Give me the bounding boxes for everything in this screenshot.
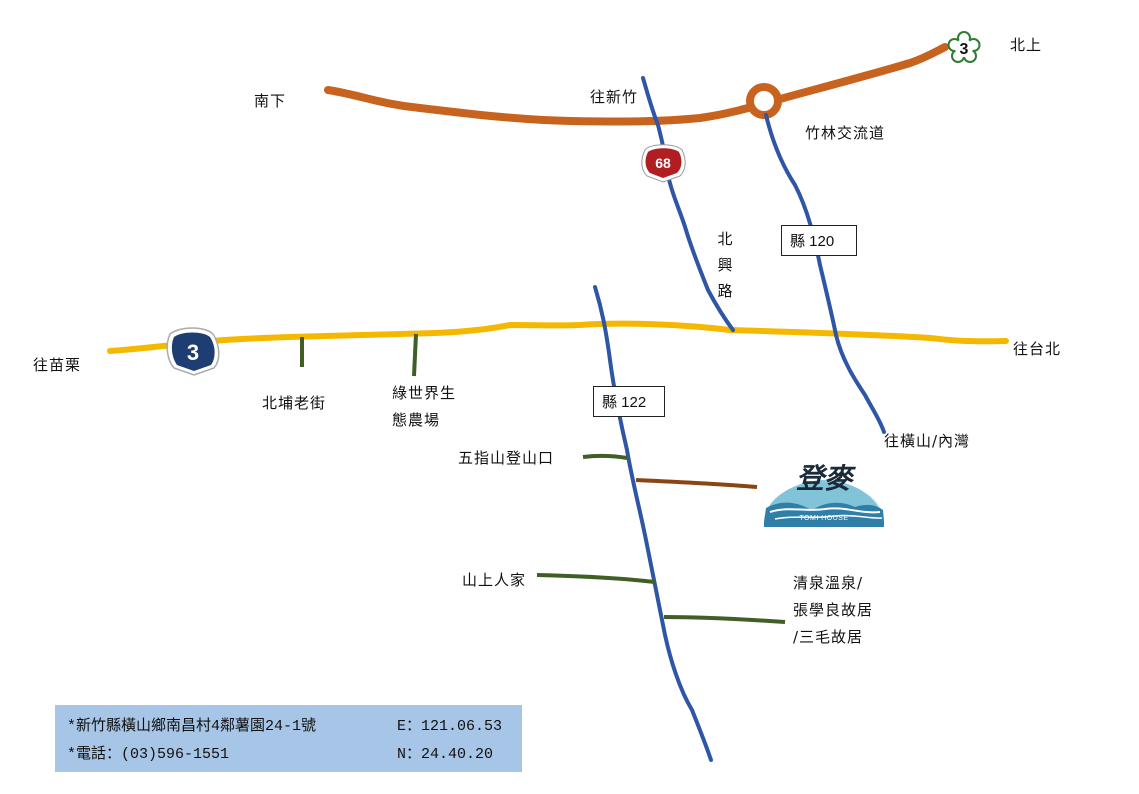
label-north: 北上 <box>1010 36 1043 54</box>
latitude-text: N：24.40.20 <box>397 746 494 763</box>
label-green-world: 綠世界生 態農場 <box>392 380 456 434</box>
wuzhishan-branch-road <box>582 453 628 460</box>
county-road-122 <box>593 285 713 762</box>
label-south: 南下 <box>254 92 287 110</box>
green-world-branch-road <box>412 333 418 377</box>
county-road-122-sign: 縣 122 <box>593 386 665 417</box>
logo-sub-text: TOMI HOUSE <box>799 515 848 522</box>
route-3-shield-icon: 3 <box>166 327 220 376</box>
phone-text: *電話：(03)596-1551 <box>67 746 230 763</box>
label-beipu-street: 北埔老街 <box>262 394 327 412</box>
destination-branch-road <box>635 478 758 489</box>
label-green-world-line1: 綠世界生 <box>392 384 457 402</box>
freeway-3-shield-number: 3 <box>960 41 969 58</box>
county-road-120 <box>764 113 886 434</box>
qingquan-branch-road <box>663 615 786 624</box>
label-qingquan: 清泉溫泉/ 張學良故居 /三毛故居 <box>793 570 873 651</box>
label-to-miaoli: 往苗栗 <box>33 356 82 374</box>
route-68-road <box>641 76 735 332</box>
label-qingquan-line2: 張學良故居 <box>793 601 874 619</box>
label-green-world-line2: 態農場 <box>392 411 441 429</box>
freeway-3-shield-icon: 3 <box>947 31 981 63</box>
label-wuzhishan: 五指山登山口 <box>458 449 555 467</box>
county-road-120-sign: 縣 120 <box>781 225 857 256</box>
route-3-shield-number: 3 <box>187 340 199 365</box>
label-beixing-road: 北興路 <box>717 230 733 300</box>
route-68-shield-icon: 68 <box>641 144 686 183</box>
provincial-route-3-road <box>107 320 1009 354</box>
label-qingquan-line1: 清泉溫泉/ <box>793 574 864 592</box>
label-to-hengshan: 往橫山/內灣 <box>884 432 971 450</box>
address-text: *新竹縣橫山鄉南昌村4鄰薯園24-1號 <box>67 718 317 735</box>
freeway-road <box>324 43 949 126</box>
contact-info-box: *新竹縣橫山鄉南昌村4鄰薯園24-1號 E：121.06.53 *電話：(03)… <box>55 705 522 772</box>
logo-brand-mark: 登麥 <box>796 462 856 495</box>
label-shanshang: 山上人家 <box>462 571 527 589</box>
label-to-taipei: 往台北 <box>1013 340 1062 358</box>
route-68-shield-number: 68 <box>655 155 671 171</box>
label-interchange: 竹林交流道 <box>805 124 886 142</box>
longitude-text: E：121.06.53 <box>397 718 503 735</box>
shanshang-branch-road <box>536 573 656 584</box>
interchange-ring-icon <box>746 83 782 119</box>
label-to-hsinchu: 往新竹 <box>590 88 639 106</box>
tomi-house-logo: 登麥 TOMI HOUSE <box>764 462 884 527</box>
label-qingquan-line3: /三毛故居 <box>793 628 864 646</box>
